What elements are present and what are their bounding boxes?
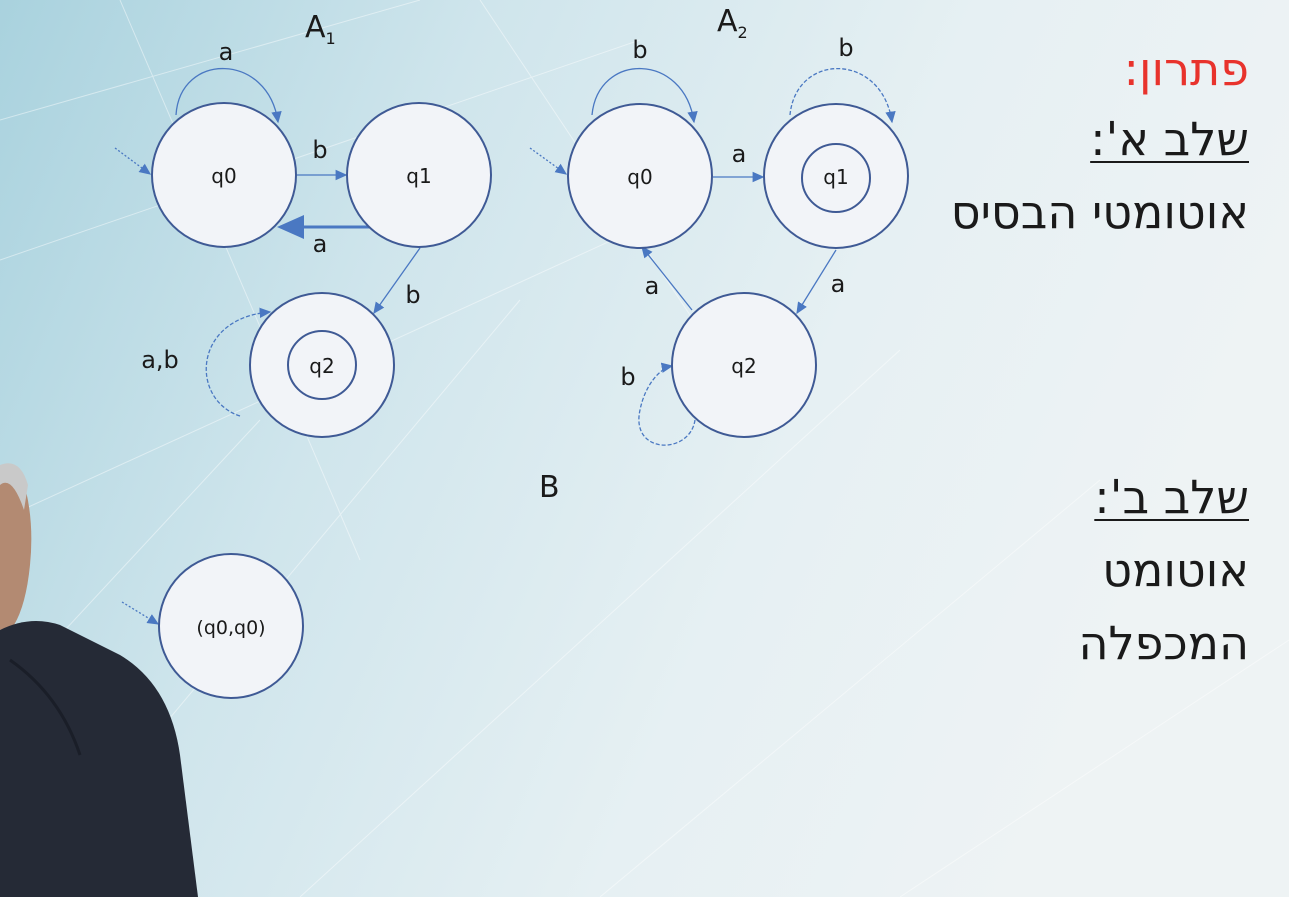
a1-start-arrow bbox=[114, 147, 152, 175]
title-a1: A1 bbox=[305, 10, 336, 48]
title-a1-letter: A bbox=[305, 10, 326, 45]
a1-state-q2-label: q2 bbox=[309, 354, 334, 378]
a2-state-q1-accept-ring bbox=[801, 143, 871, 213]
a1-edge-q0-self-label: a bbox=[219, 38, 234, 66]
automaton-b: (q0,q0) bbox=[121, 553, 304, 699]
a2-edge-q1-self bbox=[789, 68, 896, 124]
solution-heading: פתרון: bbox=[1123, 42, 1250, 96]
a2-start-arrow bbox=[529, 147, 568, 175]
a2-state-q2 bbox=[671, 292, 817, 438]
title-b: B bbox=[539, 470, 560, 505]
title-a2: A2 bbox=[717, 4, 748, 42]
b-state-start bbox=[158, 553, 304, 699]
a1-state-q0-label: q0 bbox=[211, 164, 236, 188]
a2-edge-q2-self-label: b bbox=[620, 363, 635, 391]
a1-edge-q2-self bbox=[205, 307, 272, 417]
stage-b-heading: שלב ב': bbox=[1094, 470, 1249, 524]
a1-edge-q2-self-label: a,b bbox=[141, 346, 179, 374]
automaton-a1: a b a b a,b q0 q1 q2 bbox=[114, 38, 492, 438]
title-a2-subscript: 2 bbox=[737, 23, 748, 42]
a2-edge-q1-q2 bbox=[796, 249, 837, 315]
automaton-text: אוטומט bbox=[1102, 543, 1249, 597]
a2-edge-q2-self bbox=[638, 362, 696, 446]
a2-edge-q0-q1-label: a bbox=[732, 140, 747, 168]
a1-state-q2-accept-ring bbox=[287, 330, 357, 400]
automaton-a2: b a b a a b q0 q1 q2 bbox=[529, 34, 909, 446]
a2-edge-q2-q0-label: a bbox=[645, 272, 660, 300]
presenter bbox=[0, 463, 198, 897]
product-text: המכפלה bbox=[1078, 616, 1249, 670]
a2-state-q0-label: q0 bbox=[627, 165, 652, 189]
a2-edge-q2-q0 bbox=[641, 245, 693, 311]
a1-edge-q1-q0-label: a bbox=[313, 230, 328, 258]
a1-state-q2 bbox=[249, 292, 395, 438]
a1-state-q1 bbox=[346, 102, 492, 248]
a2-state-q1 bbox=[763, 103, 909, 249]
b-state-start-label: (q0,q0) bbox=[196, 617, 265, 639]
a1-edge-q0-self bbox=[175, 68, 282, 124]
stage-a-heading: שלב א': bbox=[1090, 112, 1249, 166]
a2-edge-q0-self bbox=[591, 68, 698, 124]
title-a2-letter: A bbox=[717, 4, 738, 39]
b-start-arrow bbox=[121, 601, 160, 625]
a2-edge-q1-q2-label: a bbox=[831, 270, 846, 298]
a2-edge-q0-self-label: b bbox=[632, 36, 647, 64]
a1-state-q0 bbox=[151, 102, 297, 248]
a2-state-q0 bbox=[567, 103, 713, 249]
a1-edge-q1-q2 bbox=[373, 247, 421, 315]
a2-edge-q1-self-label: b bbox=[838, 34, 853, 62]
title-a1-subscript: 1 bbox=[325, 29, 336, 48]
a1-state-q1-label: q1 bbox=[406, 164, 431, 188]
a2-state-q2-label: q2 bbox=[731, 354, 756, 378]
base-automata-text: אוטומטי הבסיס bbox=[950, 185, 1249, 239]
a1-edge-q0-q1-label: b bbox=[312, 136, 327, 164]
a1-edge-q1-q2-label: b bbox=[405, 281, 420, 309]
a2-state-q1-label: q1 bbox=[823, 165, 848, 189]
